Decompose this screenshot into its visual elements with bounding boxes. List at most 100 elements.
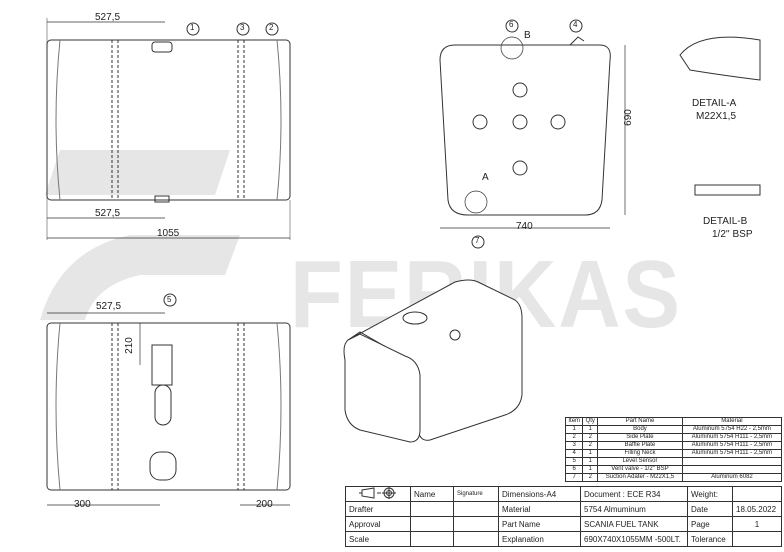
dim-height: 690 (622, 109, 634, 126)
cell: Aluminum 6082 (681, 473, 783, 482)
cell: Aluminum 5754 H111 - 2,5mm (681, 433, 783, 442)
cell: Aluminum 5754 H22 - 2,5mm (681, 425, 783, 434)
tb-page-label: Page (687, 516, 733, 532)
tb-approval-signature (453, 516, 499, 532)
cell: 5 (564, 457, 584, 466)
tb-page-value: 1 (732, 516, 782, 532)
tb-tolerance-label: Tolerance (687, 531, 733, 547)
cell: Level Sensor (597, 457, 683, 466)
tb-name-header: Name (410, 486, 454, 502)
cell: 1 (564, 425, 584, 434)
cell: 2 (582, 441, 599, 450)
tb-dimensions: Dimensions-A4 (498, 486, 581, 502)
callout-3: 3 (240, 23, 245, 32)
detail-b-drawing (694, 184, 761, 196)
dim-width: 740 (516, 221, 533, 232)
cell: Baffle Plate (597, 441, 683, 450)
dim-left: 300 (74, 499, 91, 510)
cell: Aluminum 5754 H111 - 2,5mm (681, 449, 783, 458)
dim-bottom-top: 527,5 (96, 301, 122, 312)
tb-document: Document : ECE R34 (580, 486, 688, 502)
cell: 2 (582, 473, 599, 482)
header-qty: Qty (582, 417, 599, 426)
tb-material-value: 5754 Almuminum (580, 501, 688, 517)
callout-5: 5 (167, 295, 172, 304)
detail-a-title: DETAIL-A (692, 98, 737, 109)
cell: 2 (564, 433, 584, 442)
projection-symbol-icon (345, 486, 411, 502)
tb-approval-name (410, 516, 454, 532)
detail-a-drawing (679, 36, 761, 81)
cell: Filling Neck (597, 449, 683, 458)
detail-b-spec: 1/2'' BSP (712, 229, 753, 240)
front-view (439, 19, 626, 249)
callout-6: 6 (509, 20, 514, 29)
bottom-view (46, 293, 291, 506)
tb-scale-label: Scale (345, 531, 411, 547)
callout-7: 7 (475, 236, 480, 245)
tb-weight-label: Weight: (687, 486, 733, 502)
cell: 7 (564, 473, 584, 482)
tb-signature-header: Signature (453, 486, 499, 502)
cell: Aluminum 5754 H111 - 2,5mm (681, 441, 783, 450)
cell: Side Plate (597, 433, 683, 442)
callout-4: 4 (573, 20, 578, 29)
dim-top-view-top: 527,5 (95, 12, 121, 23)
isometric-tank (343, 279, 523, 443)
detail-b-title: DETAIL-B (703, 216, 748, 227)
tb-explanation-value: 690X740X1055MM -500LT. (580, 531, 688, 547)
title-block: Name Signature Dimensions-A4 Document : … (345, 486, 782, 547)
header-part-name: Part Name (597, 417, 683, 426)
header-material: Material (681, 417, 783, 426)
cell: 4 (564, 449, 584, 458)
top-view (46, 18, 291, 240)
tb-scale-signature (453, 531, 499, 547)
cell: Body (597, 425, 683, 434)
cell (681, 465, 783, 474)
cell: 2 (582, 433, 599, 442)
tb-date-value: 18.05.2022 (732, 501, 782, 517)
detail-a-spec: M22X1,5 (696, 111, 737, 122)
tb-explanation-label: Explanation (498, 531, 581, 547)
tb-weight-value (732, 486, 782, 502)
tb-material-label: Material (498, 501, 581, 517)
cell: 1 (582, 465, 599, 474)
tb-drafter-signature (453, 501, 499, 517)
tb-approval-label: Approval (345, 516, 411, 532)
dim-sensor: 210 (123, 337, 135, 354)
callout-2: 2 (269, 23, 274, 32)
cell (681, 457, 783, 466)
cell: Suction Adater - M22X1,5 (597, 473, 683, 482)
dim-right: 200 (256, 499, 273, 510)
detail-mark-a: A (482, 172, 489, 183)
tb-part-name-label: Part Name (498, 516, 581, 532)
cell: 3 (564, 441, 584, 450)
parts-table-header: Item Qty Part Name Material (564, 417, 783, 426)
tb-date-label: Date (687, 501, 733, 517)
tb-tolerance-value (732, 531, 782, 547)
detail-mark-b: B (524, 30, 531, 41)
cell: 1 (582, 425, 599, 434)
cell: 6 (564, 465, 584, 474)
cell: 1 (582, 457, 599, 466)
callout-1: 1 (190, 23, 195, 32)
tb-drafter-label: Drafter (345, 501, 411, 517)
cell: 1 (582, 449, 599, 458)
tb-drafter-name (410, 501, 454, 517)
dim-top-view-bottom: 527,5 (95, 208, 121, 219)
tb-scale-name (410, 531, 454, 547)
watermark-logo (40, 150, 240, 320)
header-item: Item (564, 417, 584, 426)
dim-top-view-total: 1055 (157, 228, 180, 239)
tb-part-name-value: SCANIA FUEL TANK (580, 516, 688, 532)
